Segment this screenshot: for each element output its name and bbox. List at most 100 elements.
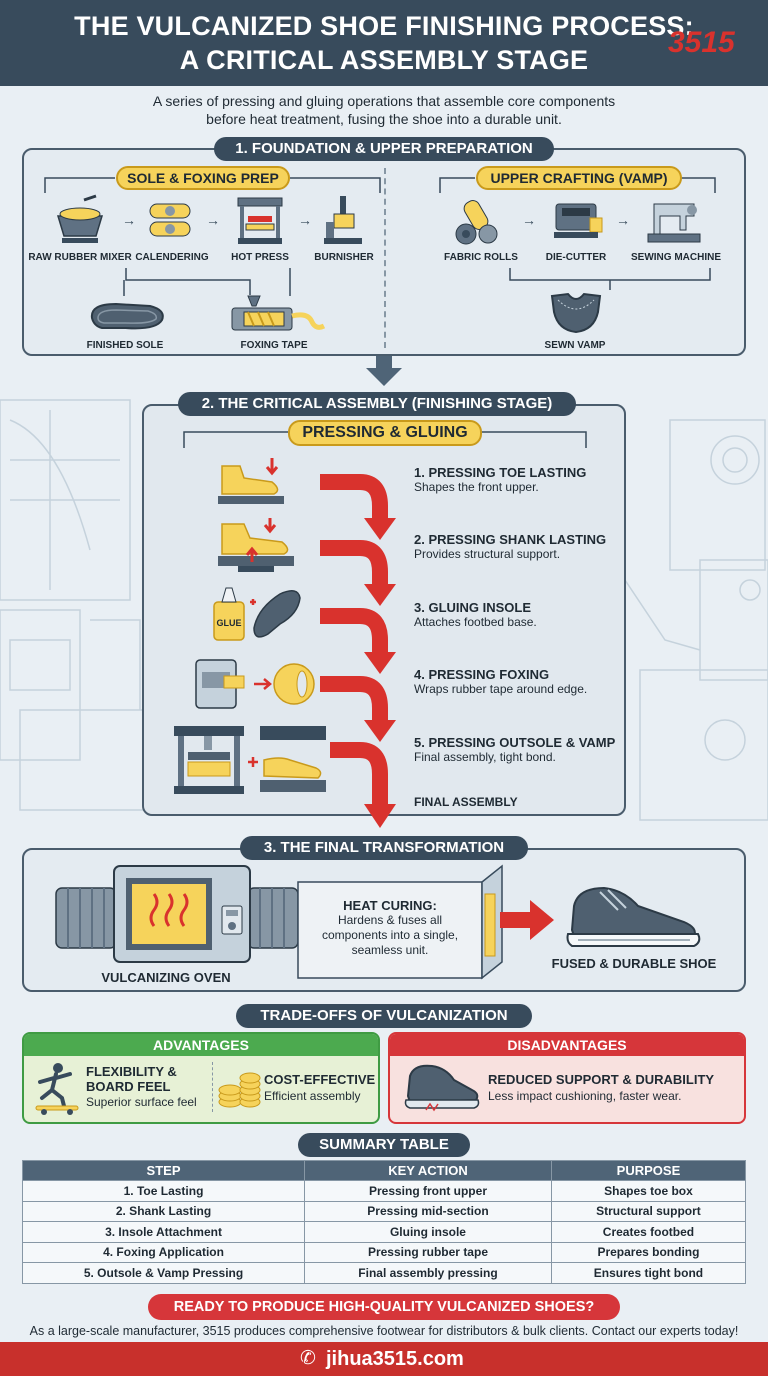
worn-shoe-icon [404, 1064, 480, 1112]
reduced-support-title: REDUCED SUPPORT & DURABILITY [488, 1072, 715, 1087]
step-1-text: 1. PRESSING TOE LASTING Shapes the front… [414, 465, 586, 494]
step-2-title: 2. PRESSING SHANK LASTING [414, 532, 607, 547]
heat-curing-line1: Hardens & fuses all [337, 913, 443, 927]
table-cell: 2. Shank Lasting [21, 1200, 306, 1222]
flexibility-desc: Superior surface feel [86, 1095, 197, 1109]
page-title-line2: A CRITICAL ASSEMBLY STAGE [179, 45, 589, 75]
step-3-title: 3. GLUING INSOLE [414, 600, 532, 615]
table-cell: 3. Insole Attachment [21, 1221, 306, 1243]
table-cell: 5. Outsole & Vamp Pressing [21, 1262, 306, 1284]
header-bar: THE VULCANIZED SHOE FINISHING PROCESS: A… [0, 0, 768, 86]
cta-title[interactable]: READY TO PRODUCE HIGH-QUALITY VULCANIZED… [148, 1294, 620, 1320]
table-row: 2. Shank Lasting Pressing mid-section St… [21, 1200, 747, 1222]
flexibility-title-line1: FLEXIBILITY & [86, 1064, 177, 1079]
table-cell: Pressing front upper [304, 1180, 552, 1202]
fused-shoe-icon [566, 886, 701, 947]
table-header-row: STEP KEY ACTION PURPOSE [21, 1160, 747, 1181]
foxing-tape-label: FOXING TAPE [240, 340, 308, 351]
advantages-title: ADVANTAGES [24, 1034, 378, 1056]
shank-lasting-icon [218, 518, 294, 572]
sewn-vamp-icon [550, 292, 602, 334]
step-2-desc: Provides structural support. [414, 547, 561, 561]
sewing-machine-label: SEWING MACHINE [631, 252, 721, 263]
disadvantages-title: DISADVANTAGES [390, 1034, 744, 1056]
arrow-right-icon: → [122, 212, 136, 228]
transform-arrow-icon [500, 900, 554, 940]
cta-text: As a large-scale manufacturer, 3515 prod… [29, 1324, 739, 1338]
summary-title: SUMMARY TABLE [298, 1133, 470, 1157]
hot-press-icon [237, 197, 283, 244]
outsole-vamp-press-icon [174, 726, 326, 794]
intro-text: A series of pressing and gluing operatio… [40, 92, 728, 128]
table-row: 5. Outsole & Vamp Pressing Final assembl… [21, 1262, 747, 1284]
table-cell: Creates footbed [550, 1221, 747, 1243]
step-3-desc: Attaches footbed base. [414, 615, 537, 629]
table-row: 1. Toe Lasting Pressing front upper Shap… [21, 1180, 747, 1202]
table-cell: Prepares bonding [550, 1241, 747, 1263]
table-cell: Pressing mid-section [304, 1200, 552, 1222]
advantage-flexibility: FLEXIBILITY & BOARD FEEL Superior surfac… [86, 1064, 197, 1110]
table-cell: 1. Toe Lasting [21, 1180, 306, 1202]
calendering-label: CALENDERING [135, 252, 209, 263]
flexibility-title-line2: BOARD FEEL [86, 1079, 171, 1094]
fabric-rolls-label: FABRIC ROLLS [444, 252, 518, 263]
step-2-text: 2. PRESSING SHANK LASTING Provides struc… [414, 532, 606, 561]
intro-line2: before heat treatment, fusing the shoe i… [206, 111, 562, 127]
section1-divider [384, 168, 386, 348]
fabric-rolls-icon [455, 200, 498, 245]
raw-rubber-mixer-icon [56, 194, 104, 243]
die-cutter-icon [554, 203, 603, 238]
vulcanizing-oven-label: VULCANIZING OVEN [101, 970, 231, 985]
step-1-title: 1. PRESSING TOE LASTING [414, 465, 587, 480]
table-cell: Ensures tight bond [550, 1262, 747, 1284]
advantages-card: ADVANTAGES [22, 1032, 380, 1124]
glue-bottle-label: GLUE [216, 618, 242, 628]
flow-down-arrow-icon [366, 356, 402, 386]
glue-insole-icon [213, 587, 301, 641]
arrow-right-icon: → [522, 212, 536, 228]
vulcanizing-oven-icon [55, 865, 299, 963]
heat-curing-title: HEAT CURING: [343, 898, 437, 913]
final-assembly-label: FINAL ASSEMBLY [414, 795, 518, 809]
toe-lasting-icon [218, 458, 284, 504]
upper-crafting-label: UPPER CRAFTING (VAMP) [476, 166, 682, 190]
raw-rubber-mixer-label: RAW RUBBER MIXER [28, 252, 132, 263]
sewing-machine-icon [647, 203, 701, 243]
step-1-desc: Shapes the front upper. [414, 480, 539, 494]
skateboarder-icon [35, 1063, 79, 1115]
step-5-desc: Final assembly, tight bond. [414, 750, 556, 764]
pressing-gluing-label: PRESSING & GLUING [288, 420, 482, 446]
table-cell: Pressing rubber tape [304, 1241, 552, 1263]
arrow-right-icon: → [206, 212, 220, 228]
hot-press-label: HOT PRESS [231, 252, 289, 263]
burnisher-label: BURNISHER [314, 252, 374, 263]
advantages-divider [212, 1062, 213, 1112]
heat-curing-box [297, 864, 503, 980]
cost-effective-title: COST-EFFECTIVE [264, 1072, 376, 1087]
brand-logo: 3515 [668, 26, 735, 59]
advantage-cost: COST-EFFECTIVE Efficient assembly [264, 1072, 375, 1104]
table-header-cell: STEP [21, 1160, 306, 1181]
section2-title: 2. THE CRITICAL ASSEMBLY (FINISHING STAG… [178, 392, 576, 416]
arrow-right-icon: → [298, 212, 312, 228]
table-cell: Gluing insole [304, 1221, 552, 1243]
cost-effective-desc: Efficient assembly [264, 1089, 361, 1103]
step-4-text: 4. PRESSING FOXING Wraps rubber tape aro… [414, 667, 587, 696]
section1-bracket-lines [44, 177, 716, 296]
heat-curing-line3: seamless unit. [351, 943, 429, 957]
tradeoffs-title: TRADE-OFFS OF VULCANIZATION [236, 1004, 532, 1028]
step-flow-arrows [320, 474, 396, 828]
table-row: 4. Foxing Application Pressing rubber ta… [21, 1241, 747, 1263]
page-title-line1: THE VULCANIZED SHOE FINISHING PROCESS: [74, 11, 694, 41]
sewn-vamp-label: SEWN VAMP [544, 340, 606, 351]
section2-bracket [183, 431, 587, 448]
section1-title: 1. FOUNDATION & UPPER PREPARATION [214, 137, 554, 161]
step-4-desc: Wraps rubber tape around edge. [414, 682, 588, 696]
foxing-press-icon [195, 659, 315, 709]
disadvantage-support: REDUCED SUPPORT & DURABILITY Less impact… [488, 1072, 714, 1104]
fused-shoe-label: FUSED & DURABLE SHOE [551, 956, 717, 971]
summary-table-wrap: STEP KEY ACTION PURPOSE 1. Toe Lasting P… [21, 1160, 747, 1284]
summary-table: STEP KEY ACTION PURPOSE 1. Toe Lasting P… [21, 1160, 747, 1284]
reduced-support-desc: Less impact cushioning, faster wear. [488, 1089, 682, 1103]
website-link[interactable]: jihua3515.com [326, 1348, 464, 1370]
